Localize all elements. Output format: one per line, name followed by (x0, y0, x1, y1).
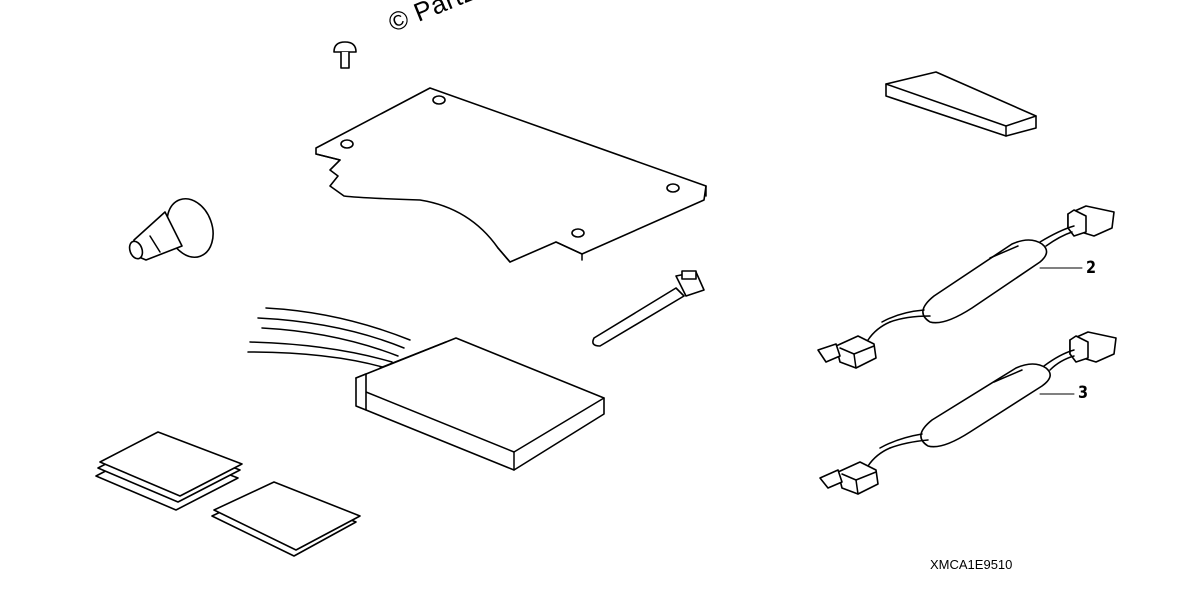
foam-pad-part (885, 71, 1037, 137)
grommet-part (128, 198, 214, 261)
callout-2-label: 2 (1086, 258, 1097, 278)
cable-tie-part (592, 270, 705, 347)
control-unit-part (247, 307, 605, 471)
diagram-code-label: XMCA1E9510 (930, 557, 1013, 572)
harness-lower-part (819, 331, 1117, 495)
instruction-sheets-part (95, 431, 361, 557)
clip-rivet-part (333, 41, 357, 69)
harness-upper-part (817, 205, 1115, 369)
base-plate-part (315, 87, 707, 263)
callout-3-label: 3 (1078, 383, 1089, 403)
